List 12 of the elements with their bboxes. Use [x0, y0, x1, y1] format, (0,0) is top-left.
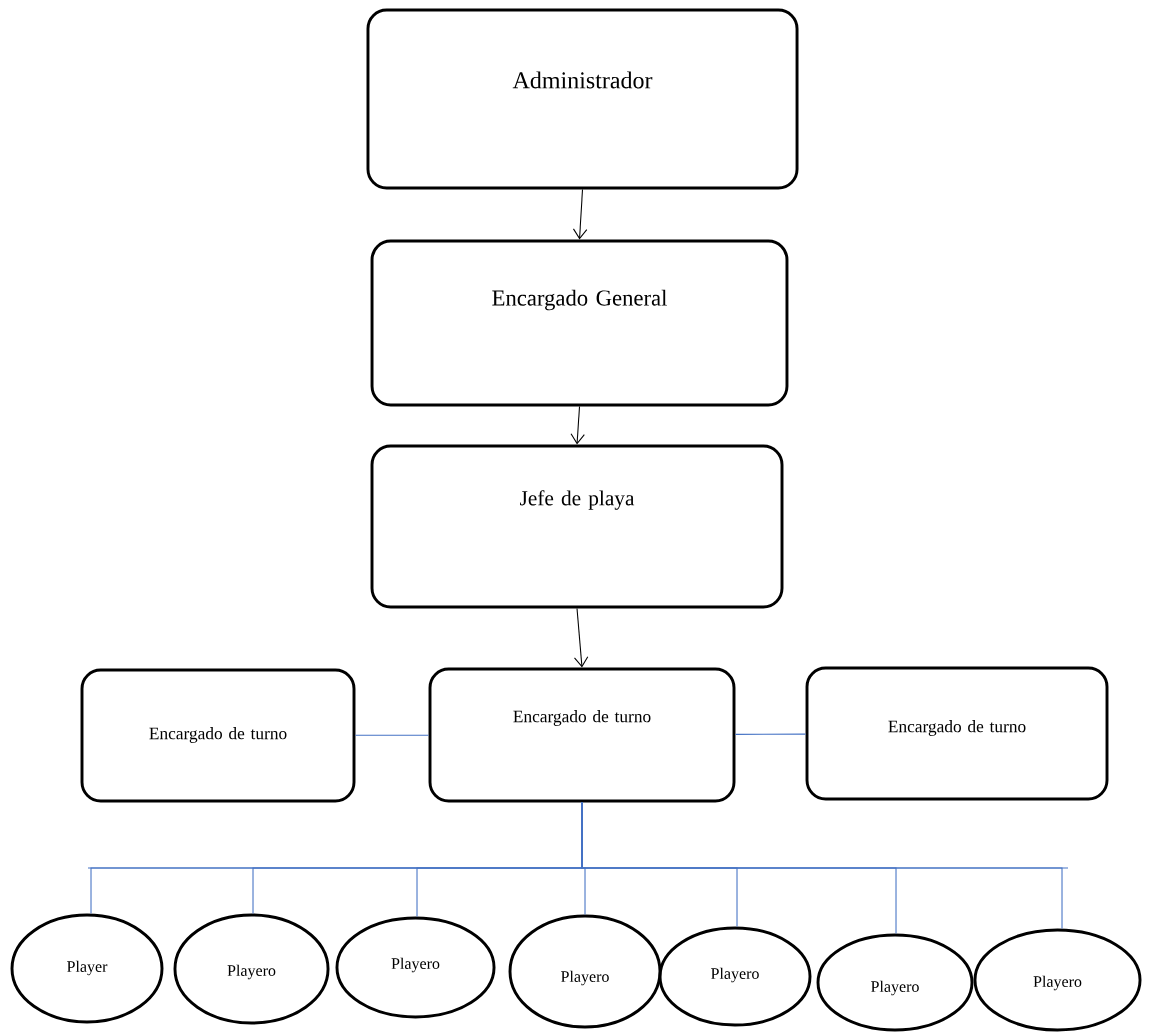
arrow — [573, 607, 589, 668]
connector-line — [354, 734, 430, 736]
arrow — [570, 405, 585, 445]
org-box: Encargado General — [370, 239, 789, 407]
org-box: Encargado de turno — [428, 667, 736, 803]
org-box: Administrador — [366, 8, 799, 190]
org-box: Encargado de turno — [805, 666, 1109, 801]
org-box: Encargado de turno — [80, 668, 356, 803]
org-box: Jefe de playa — [370, 444, 784, 609]
arrow — [572, 188, 588, 240]
connector-line — [734, 733, 807, 735]
connector-line — [581, 801, 1063, 930]
